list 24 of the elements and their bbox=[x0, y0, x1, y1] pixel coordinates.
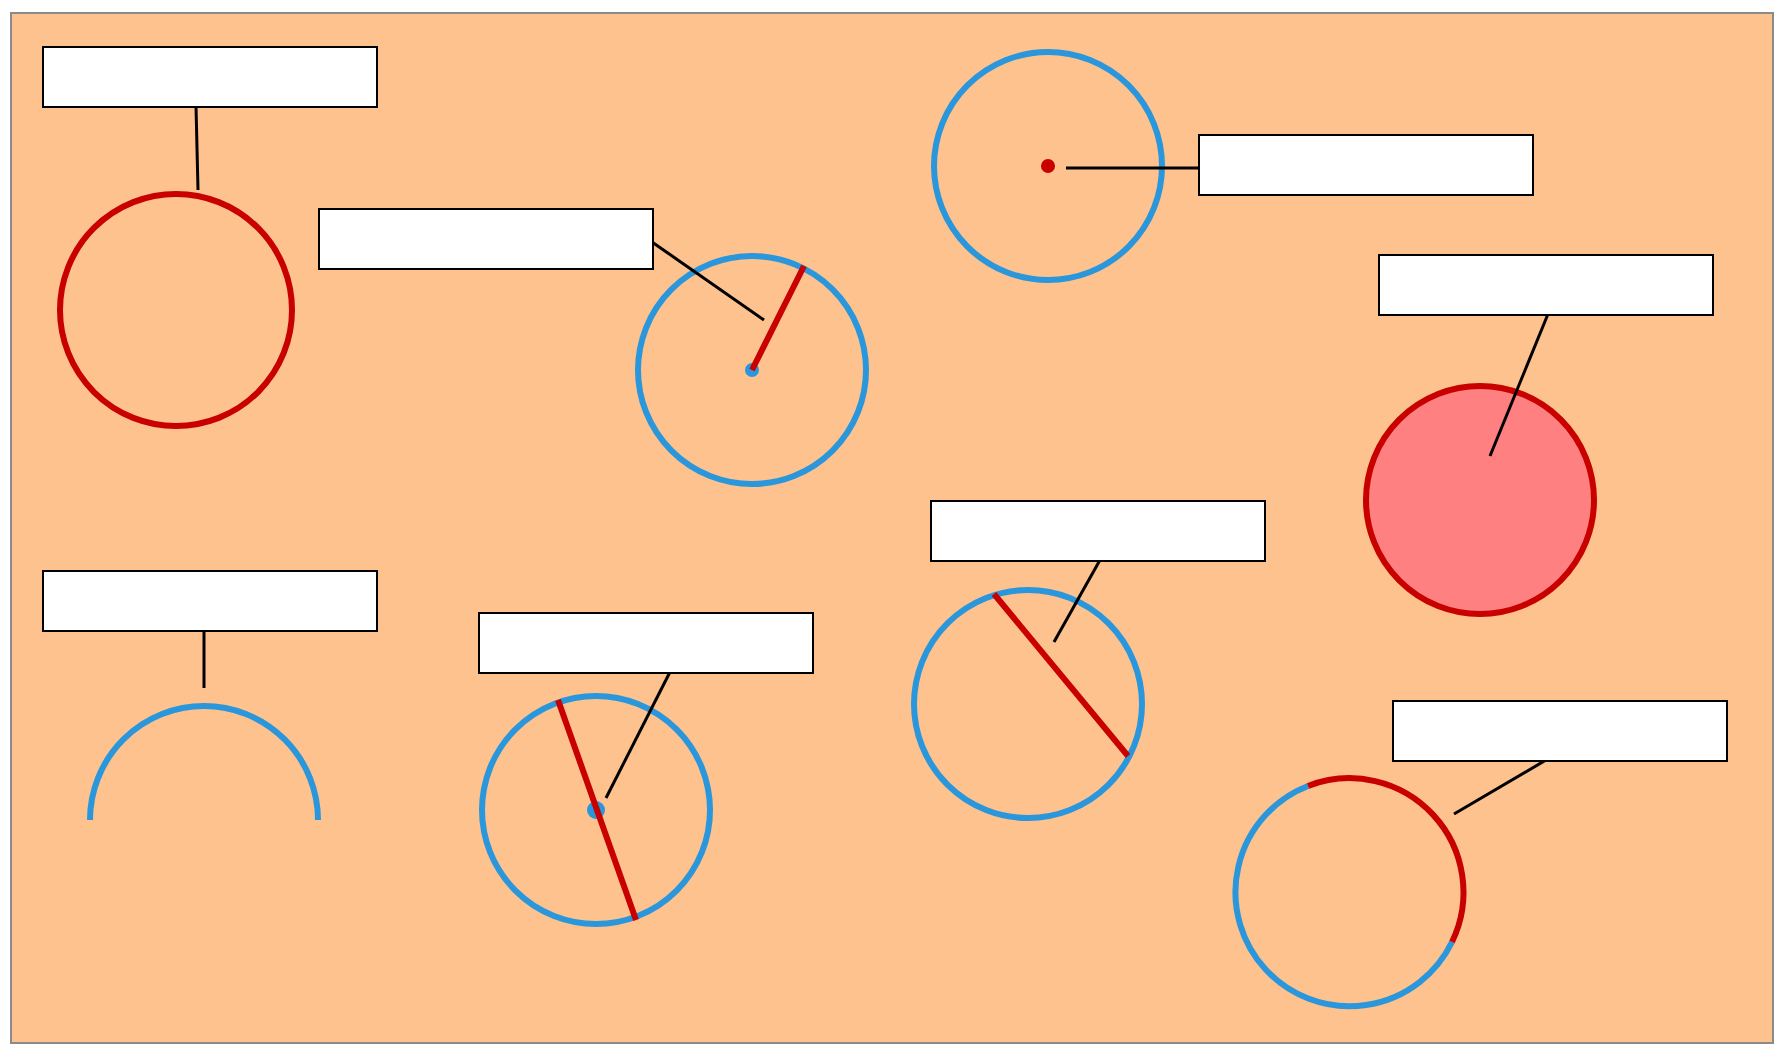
leader-line bbox=[194, 105, 200, 191]
semicircle-arc bbox=[87, 703, 321, 821]
answer-box bbox=[478, 612, 814, 674]
answer-box bbox=[42, 46, 378, 108]
leader-line bbox=[202, 630, 206, 688]
arc-segment bbox=[1307, 775, 1467, 944]
leader-line bbox=[1066, 166, 1198, 170]
radius-line bbox=[749, 264, 807, 372]
centre-point bbox=[1041, 159, 1055, 173]
chord-line bbox=[991, 592, 1131, 758]
answer-box bbox=[1378, 254, 1714, 316]
answer-box bbox=[1392, 700, 1728, 762]
leader-line bbox=[1453, 758, 1547, 816]
leader-line bbox=[1052, 559, 1102, 643]
answer-box bbox=[42, 570, 378, 632]
circle-drawing bbox=[57, 191, 295, 429]
leader-line bbox=[1488, 313, 1550, 457]
filled-circle bbox=[1363, 383, 1597, 617]
leader-line bbox=[651, 240, 765, 322]
answer-box bbox=[930, 500, 1266, 562]
answer-box bbox=[1198, 134, 1534, 196]
diameter-line bbox=[555, 699, 639, 921]
answer-box bbox=[318, 208, 654, 270]
leader-line bbox=[604, 671, 672, 799]
